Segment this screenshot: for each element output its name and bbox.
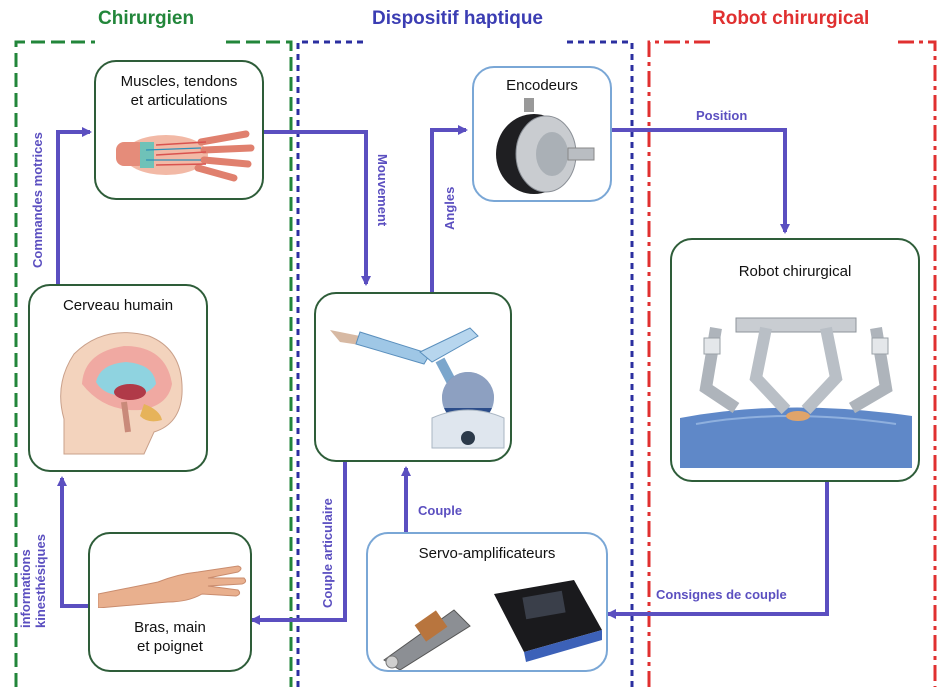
brain-icon xyxy=(60,332,183,455)
arrow-couple-articulaire xyxy=(250,462,347,625)
node-bras: Bras, main et poignet xyxy=(88,532,252,672)
hand-anatomy-icon xyxy=(116,130,255,182)
label-commandes-motrices: Commandes motrices xyxy=(30,132,45,268)
arrow-mouvement xyxy=(262,130,371,286)
arrow-position xyxy=(612,128,790,234)
label-consignes-couple: Consignes de couple xyxy=(656,587,787,602)
section-title-haptique: Dispositif haptique xyxy=(372,8,543,29)
node-encodeurs-title: Encodeurs xyxy=(506,77,578,94)
node-bras-title: Bras, main et poignet xyxy=(134,619,206,655)
arrow-consignes-couple xyxy=(606,482,829,619)
node-cerveau: Cerveau humain xyxy=(28,284,208,472)
servo-amplifier-icon xyxy=(383,580,602,670)
section-border-robot xyxy=(647,40,937,687)
arrow-angles xyxy=(430,125,468,292)
arrow-commandes-motrices xyxy=(56,127,92,284)
node-robot-title: Robot chirurgical xyxy=(738,263,852,280)
label-position: Position xyxy=(696,108,748,123)
encoder-icon xyxy=(496,98,595,194)
arrow-informations-kinesthesiques xyxy=(57,476,88,608)
node-cerveau-title: Cerveau humain xyxy=(62,297,174,314)
section-border-haptique xyxy=(296,40,634,687)
label-mouvement: Mouvement xyxy=(375,154,390,227)
label-couple-articulaire: Couple articulaire xyxy=(320,498,335,608)
section-title-robot: Robot chirurgical xyxy=(712,8,870,29)
label-informations-kinesthesiques: informations kinesthésiques xyxy=(18,534,48,628)
node-robot: Robot chirurgical xyxy=(670,238,920,482)
surgical-robot-icon xyxy=(680,317,912,468)
node-haptic-device xyxy=(314,292,512,462)
node-encodeurs: Encodeurs xyxy=(472,66,612,202)
node-muscles: Muscles, tendons et articulations xyxy=(94,60,264,200)
node-servo-title: Servo-amplificateurs xyxy=(418,545,556,562)
section-border-chirurgien xyxy=(14,40,293,687)
section-title-chirurgien: Chirurgien xyxy=(98,8,195,29)
haptic-device-icon xyxy=(330,327,505,449)
label-angles: Angles xyxy=(442,186,457,230)
node-muscles-title: Muscles, tendons et articulations xyxy=(120,73,238,109)
arm-hand-icon xyxy=(98,565,247,608)
node-servo: Servo-amplificateurs xyxy=(366,532,608,672)
label-couple: Couple xyxy=(418,503,463,518)
